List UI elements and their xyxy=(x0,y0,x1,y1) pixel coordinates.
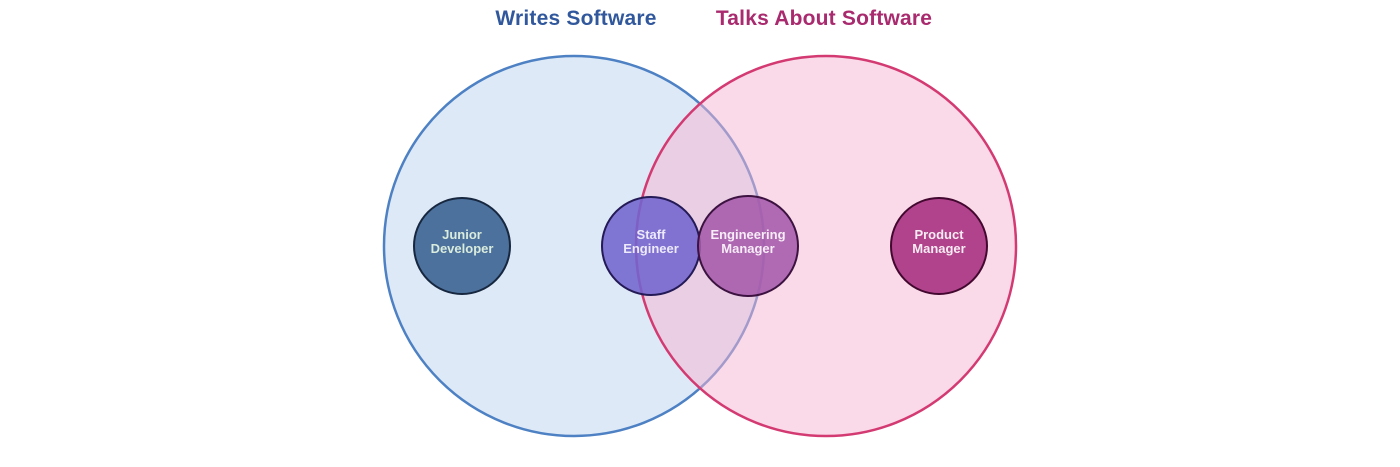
left-set-title: Writes Software xyxy=(495,7,657,30)
role-circle-junior-developer xyxy=(413,197,511,295)
right-set-title: Talks About Software xyxy=(715,7,933,30)
role-circle-product-manager xyxy=(890,197,988,295)
role-circle-engineering-manager xyxy=(697,195,799,297)
